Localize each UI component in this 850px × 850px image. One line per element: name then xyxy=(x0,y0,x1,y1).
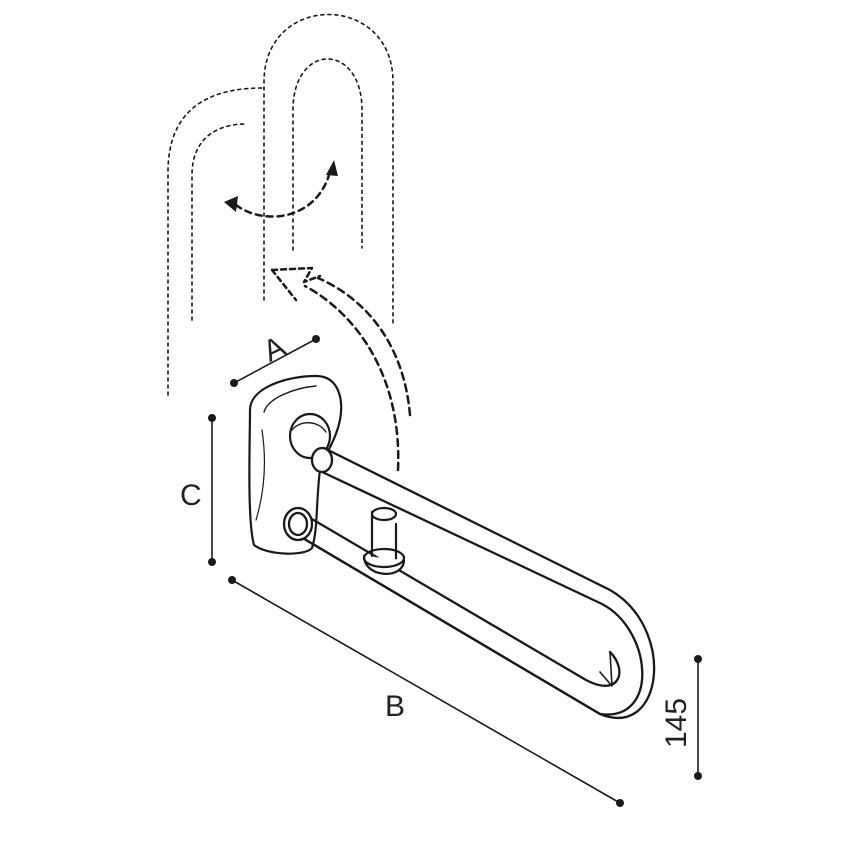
folded-position-outline xyxy=(167,13,394,396)
hollow-arrow-head-icon xyxy=(270,266,322,284)
dimension-b: B xyxy=(228,576,624,807)
arrow-head-icon xyxy=(224,196,238,212)
support-strut xyxy=(362,506,406,575)
hinge xyxy=(288,412,332,460)
dimension-c: C xyxy=(180,414,216,566)
dimension-c-label: C xyxy=(180,479,202,512)
grab-bar xyxy=(282,446,656,719)
dimension-height-label: 145 xyxy=(660,698,693,748)
dimension-a-label: A xyxy=(258,330,290,368)
fold-up-arrow xyxy=(270,266,412,472)
dimension-145: 145 xyxy=(660,655,702,780)
arrow-head-icon xyxy=(326,160,338,176)
rotation-arrow xyxy=(224,160,338,218)
dimension-b-label: B xyxy=(385,690,405,723)
